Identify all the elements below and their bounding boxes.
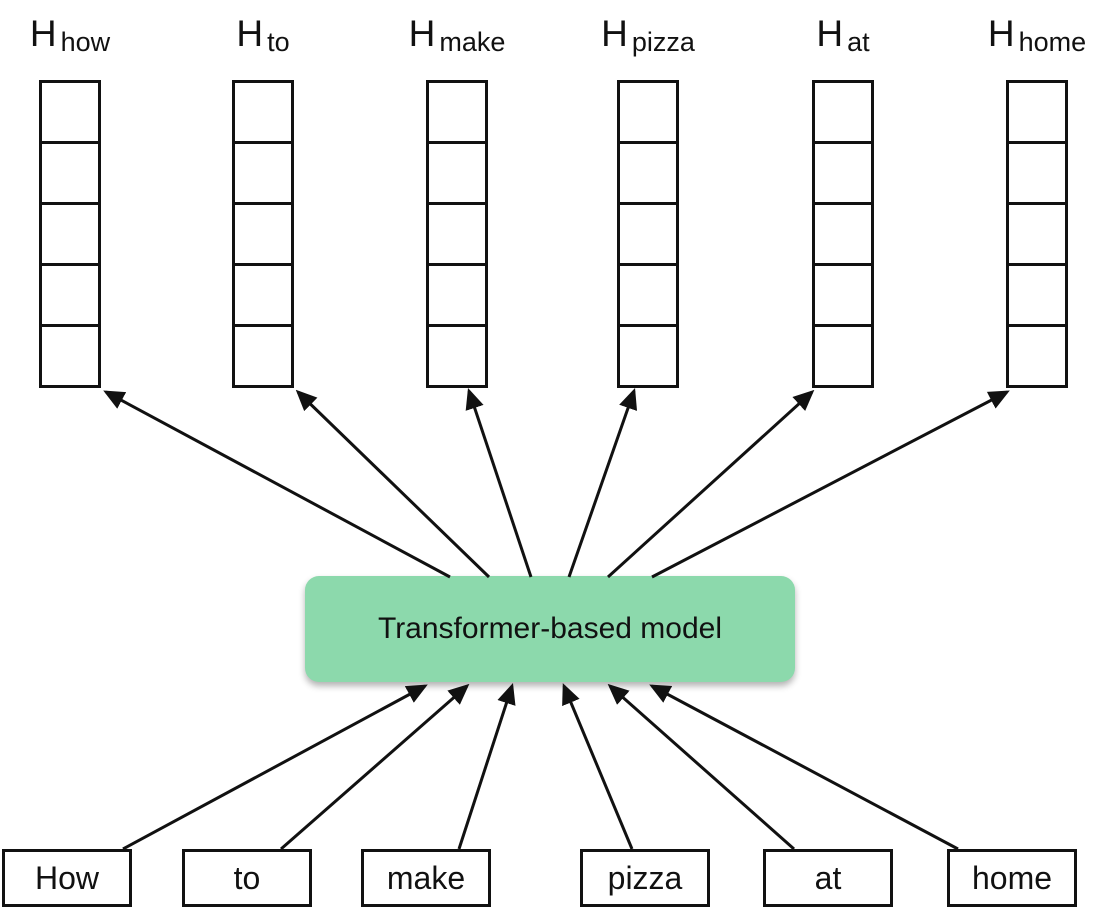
token-label: pizza: [607, 859, 683, 896]
vector-cell: [42, 141, 98, 202]
vector-cell: [235, 83, 291, 141]
arrow-model-to-h-home: [651, 390, 1010, 579]
vector-cell: [235, 263, 291, 324]
hidden-state-base: H: [987, 13, 1015, 54]
transformer-model-box: Transformer-based model: [305, 576, 795, 682]
hidden-state-base: H: [408, 13, 436, 54]
token-label: to: [233, 859, 261, 896]
arrow-model-to-h-to: [295, 389, 491, 579]
vector-cell: [235, 141, 291, 202]
vector-cell: [42, 263, 98, 324]
token-box-how: How: [2, 849, 132, 907]
vector-cell: [1009, 141, 1065, 202]
token-box-pizza: pizza: [580, 849, 710, 907]
hidden-state-subscript: pizza: [631, 27, 695, 57]
vector-cell: [1009, 202, 1065, 263]
token-label: make: [386, 859, 466, 896]
transformer-model-label: Transformer-based model: [377, 612, 723, 645]
vector-cell: [42, 202, 98, 263]
hidden-state-subscript: home: [1018, 27, 1087, 57]
vector-cells-to: [232, 80, 294, 388]
token-box-make: make: [361, 849, 491, 907]
token-box-at: at: [763, 849, 893, 907]
vector-cell: [620, 141, 676, 202]
hidden-state-subscript: to: [267, 27, 290, 57]
token-label: home: [971, 859, 1053, 896]
vector-cell: [620, 324, 676, 385]
vector-cell: [815, 324, 871, 385]
arrow-model-to-h-make: [465, 388, 533, 578]
token-box-home: home: [947, 849, 1077, 907]
token-box-to: to: [182, 849, 312, 907]
hidden-state-base: H: [816, 13, 844, 54]
vector-cell: [1009, 263, 1065, 324]
vector-cell: [815, 202, 871, 263]
vector-cell: [815, 83, 871, 141]
token-label: How: [34, 859, 99, 896]
arrow-token-to-to-model: [280, 683, 470, 851]
vector-cell: [429, 202, 485, 263]
hidden-state-base: H: [29, 13, 57, 54]
arrow-model-to-h-how: [103, 390, 451, 579]
vector-cells-pizza: [617, 80, 679, 388]
arrow-model-to-h-at: [606, 389, 815, 579]
token-label: at: [814, 859, 842, 896]
vector-cells-make: [426, 80, 488, 388]
vector-cell: [42, 83, 98, 141]
vector-cell: [1009, 324, 1065, 385]
vector-cell: [42, 324, 98, 385]
vector-cell: [815, 263, 871, 324]
vector-cells-how: [39, 80, 101, 388]
vector-cells-home: [1006, 80, 1068, 388]
vector-cell: [620, 263, 676, 324]
vector-cell: [1009, 83, 1065, 141]
arrow-token-how-to-model: [122, 684, 428, 851]
hidden-state-subscript: make: [439, 27, 506, 57]
arrow-token-home-to-model: [649, 684, 959, 851]
arrow-model-to-h-pizza: [567, 388, 638, 578]
vector-cell: [815, 141, 871, 202]
vector-cell: [429, 263, 485, 324]
vector-cell: [235, 202, 291, 263]
vector-cell: [429, 83, 485, 141]
hidden-state-base: H: [236, 13, 264, 54]
arrow-token-pizza-to-model: [562, 683, 634, 850]
hidden-state-subscript: how: [60, 27, 111, 57]
arrow-token-at-to-model: [607, 683, 795, 851]
hidden-state-base: H: [601, 13, 628, 54]
vector-cell: [235, 324, 291, 385]
vector-cell: [620, 83, 676, 141]
vector-cell: [620, 202, 676, 263]
hidden-state-subscript: at: [847, 27, 870, 57]
vector-cell: [429, 324, 485, 385]
vector-cells-at: [812, 80, 874, 388]
arrow-token-make-to-model: [457, 683, 516, 850]
vector-cell: [429, 141, 485, 202]
